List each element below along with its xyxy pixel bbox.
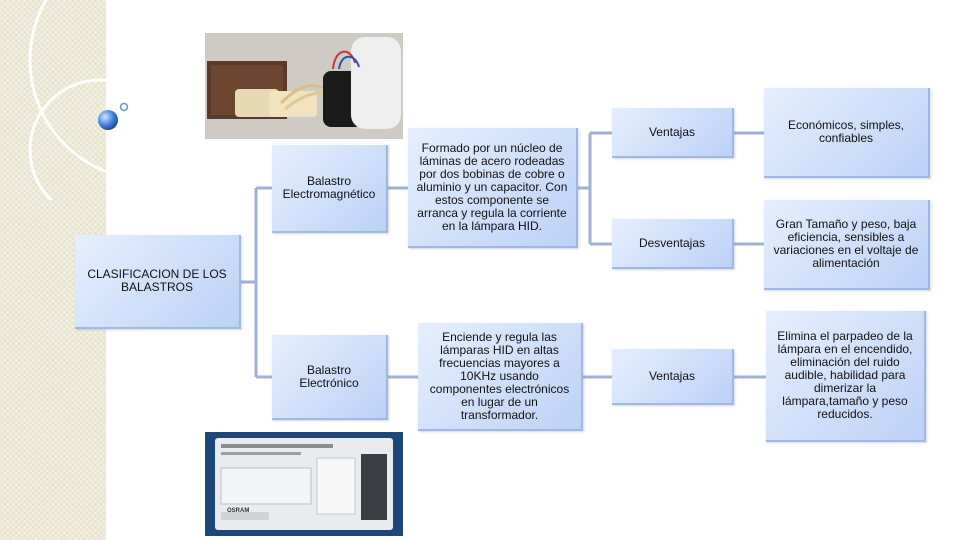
electronic-ventajas-box: Ventajas	[612, 349, 734, 405]
electromagnetic-description: Formado por un núcleo de láminas de acer…	[416, 140, 568, 233]
electromagnetic-title: Balastro Electromagnético	[282, 174, 376, 201]
electromagnetic-desventajas-text-box: Gran Tamaño y peso, baja eficiencia, sen…	[764, 200, 930, 290]
electromagnetic-ballast-box: Balastro Electromagnético	[272, 145, 388, 233]
decorative-circles	[28, 0, 170, 200]
electromagnetic-description-box: Formado por un núcleo de láminas de acer…	[408, 128, 578, 248]
electronic-ventajas-label: Ventajas	[648, 368, 696, 383]
osram-brand-label: OSRAM	[227, 508, 250, 514]
electronic-description: Enciende y regula las lámparas HID en al…	[429, 329, 570, 422]
electronic-description-box: Enciende y regula las lámparas HID en al…	[418, 323, 583, 431]
electronic-ballast-box: Balastro Electrónico	[272, 335, 388, 420]
electromagnetic-desventajas-text: Gran Tamaño y peso, baja eficiencia, sen…	[773, 217, 919, 270]
electromagnetic-ballast-photo	[205, 33, 403, 139]
electromagnetic-ventajas-box: Ventajas	[612, 108, 734, 158]
electromagnetic-ventajas-text-box: Económicos, simples, confiables	[764, 88, 930, 178]
electronic-title: Balastro Electrónico	[299, 362, 359, 390]
electromagnetic-ventajas-text: Económicos, simples, confiables	[787, 118, 905, 145]
small-ring-icon	[119, 102, 129, 112]
blue-orb-icon	[98, 110, 118, 130]
electromagnetic-desventajas-label: Desventajas	[638, 235, 706, 250]
root-classification-box: CLASIFICACION DE LOS BALASTROS	[75, 235, 241, 329]
electronic-ballast-photo: OSRAM	[205, 432, 403, 536]
electronic-ventajas-text: Elimina el parpadeo de la lámpara en el …	[777, 329, 913, 421]
root-title: CLASIFICACION DE LOS BALASTROS	[87, 267, 227, 294]
electronic-ventajas-text-box: Elimina el parpadeo de la lámpara en el …	[766, 311, 926, 442]
electromagnetic-ventajas-label: Ventajas	[648, 124, 696, 139]
electromagnetic-desventajas-box: Desventajas	[612, 219, 734, 269]
